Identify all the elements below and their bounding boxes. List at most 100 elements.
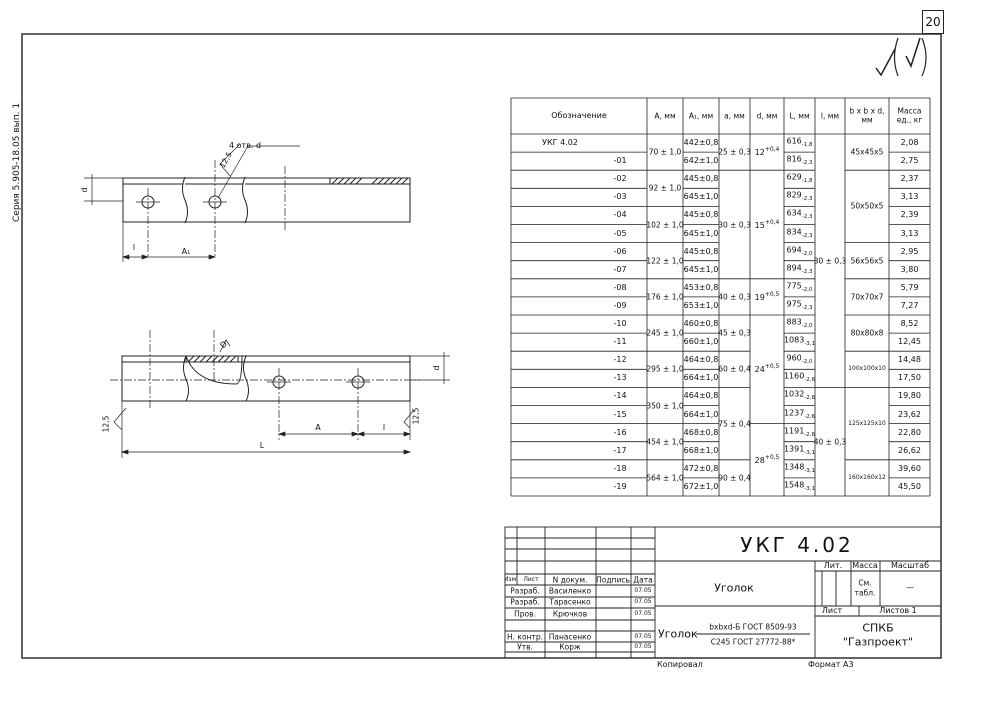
l-value-cell: 694-2,0 xyxy=(786,245,813,257)
small-a-value-cell: 75 ± 0,4 xyxy=(718,418,751,428)
a-value-cell: 176 ± 1,0 xyxy=(646,292,684,302)
profile-size-cell: 125x125x10 xyxy=(848,419,886,427)
a1-value-cell: 464±0,8 xyxy=(683,355,719,365)
mass-value-cell: 17,50 xyxy=(898,373,921,383)
a1-value-cell: 445±0,8 xyxy=(683,174,719,184)
profile-size-cell: 45x45x5 xyxy=(850,147,884,157)
l-value-cell: 829-2,3 xyxy=(786,190,813,203)
a1-value-cell: 672±1,0 xyxy=(683,481,719,491)
mass-value-cell: 45,50 xyxy=(898,481,921,491)
small-l-value-cell: 30 ± 0,3 xyxy=(813,255,847,265)
sign-date: 07.05 xyxy=(634,633,652,640)
roughness-right: 12,5 xyxy=(411,407,421,425)
role-cell: Пров. xyxy=(514,609,536,619)
dim-l-top: l xyxy=(132,243,136,252)
role-cell: Разраб. xyxy=(510,586,540,596)
d-value-cell: 28+0,5 xyxy=(754,453,780,465)
role-cell: Н. контр. xyxy=(507,632,543,642)
designation-cell: -15 xyxy=(613,409,627,419)
mass-value-cell: 2,75 xyxy=(900,156,919,166)
a1-value-cell: 664±1,0 xyxy=(683,409,719,419)
l-value-cell: 616-1,8 xyxy=(786,136,813,149)
l-value-cell: 775-2,0 xyxy=(786,281,813,293)
dim-a: A xyxy=(315,423,321,432)
table-header: A₁, мм xyxy=(688,111,714,121)
l-value-cell: 634-2,3 xyxy=(786,208,813,221)
sign-date: 07.05 xyxy=(634,643,652,650)
d-value-cell: 12+0,4 xyxy=(754,146,780,157)
mass-value-cell: 3,13 xyxy=(900,228,919,238)
col-list: Лист xyxy=(523,576,539,583)
small-a-value-cell: 25 ± 0,3 xyxy=(718,147,751,157)
mass-value-cell: 14,48 xyxy=(898,355,921,365)
mass-value-cell: 12,45 xyxy=(898,337,921,347)
profile-size-cell: 100x100x10 xyxy=(848,365,886,373)
designation-cell: -06 xyxy=(613,246,627,256)
designation-cell: -16 xyxy=(613,427,627,437)
a1-value-cell: 664±1,0 xyxy=(683,373,719,383)
mass-value: См. табл. xyxy=(854,578,876,597)
designation-cell: -02 xyxy=(613,174,627,184)
a-value-cell: 564 ± 1,0 xyxy=(646,473,684,483)
small-a-value-cell: 45 ± 0,3 xyxy=(718,328,751,338)
role-cell: Утв. xyxy=(517,642,533,652)
profile-size-cell: 70x70x7 xyxy=(850,292,884,302)
d-value-cell: 15+0,4 xyxy=(754,218,780,230)
mass-value-cell: 5,79 xyxy=(900,282,919,292)
material-bottom: С245 ГОСТ 27772-88* xyxy=(710,637,796,647)
profile-size-cell: 80x80x8 xyxy=(850,328,884,338)
table-header: l, мм xyxy=(820,111,840,121)
a1-value-cell: 645±1,0 xyxy=(683,264,719,274)
org-line-2: "Газпроект" xyxy=(842,635,914,649)
a1-value-cell: 645±1,0 xyxy=(683,228,719,238)
designation-cell: -10 xyxy=(613,319,627,329)
signer-name: Василенко xyxy=(548,586,592,596)
mass-value-cell: 22,80 xyxy=(898,427,921,437)
l-value-cell: 1548-3,1 xyxy=(783,480,816,492)
l-value-cell: 834-2,3 xyxy=(786,227,813,239)
a1-value-cell: 645±1,0 xyxy=(683,192,719,202)
l-value-cell: 1237-2,6 xyxy=(783,408,816,420)
dim-big-l: L xyxy=(259,441,265,450)
small-l-value-cell: 40 ± 0,3 xyxy=(813,436,847,446)
l-value-cell: 883-2,0 xyxy=(786,317,813,330)
designation-cell: -13 xyxy=(613,373,627,383)
a-value-cell: 92 ± 1,0 xyxy=(648,183,682,193)
mass-value-cell: 19,80 xyxy=(898,391,921,401)
designation-cell: -05 xyxy=(613,228,627,238)
mass-value-cell: 2,95 xyxy=(900,246,919,256)
a1-value-cell: 653±1,0 xyxy=(683,300,719,310)
a1-value-cell: 460±0,8 xyxy=(683,319,719,329)
org-line-1: СПКБ xyxy=(862,621,894,635)
designation-cell: УКГ 4.02 xyxy=(542,138,578,148)
page-number: 20 xyxy=(922,10,944,34)
sign-date: 07.05 xyxy=(634,610,652,617)
small-a-value-cell: 30 ± 0,3 xyxy=(718,219,751,229)
signer-name: Панасенко xyxy=(548,632,592,642)
a1-value-cell: 642±1,0 xyxy=(683,156,719,166)
designation-cell: -11 xyxy=(613,337,627,347)
profile-size-cell: 160x160x12 xyxy=(848,473,886,481)
signer-name: Корж xyxy=(559,642,581,652)
l-value-cell: 629-1,8 xyxy=(786,172,813,185)
a1-value-cell: 472±0,8 xyxy=(683,463,719,473)
table-header: A, мм xyxy=(654,111,676,121)
mass-value-cell: 2,37 xyxy=(900,174,919,184)
designation-cell: -04 xyxy=(613,210,627,220)
table-header: b x b x d, мм xyxy=(849,106,885,125)
l-value-cell: 894-2,3 xyxy=(786,263,813,275)
mass-value-cell: 3,13 xyxy=(900,192,919,202)
col-ndoc: N докум. xyxy=(552,575,588,585)
l-value-cell: 975-2,3 xyxy=(786,299,813,311)
designation-cell: -07 xyxy=(613,264,627,274)
col-izm: Изм. xyxy=(503,576,519,583)
designation-cell: -19 xyxy=(613,481,627,491)
a1-value-cell: 442±0,8 xyxy=(683,138,719,148)
mass-value-cell: 2,39 xyxy=(900,210,919,220)
a1-value-cell: 468±0,8 xyxy=(683,427,719,437)
table-header: Масса ед., кг xyxy=(896,106,923,125)
hole-label: 4 отв. d xyxy=(229,141,262,150)
mass-value-cell: 3,80 xyxy=(900,264,919,274)
